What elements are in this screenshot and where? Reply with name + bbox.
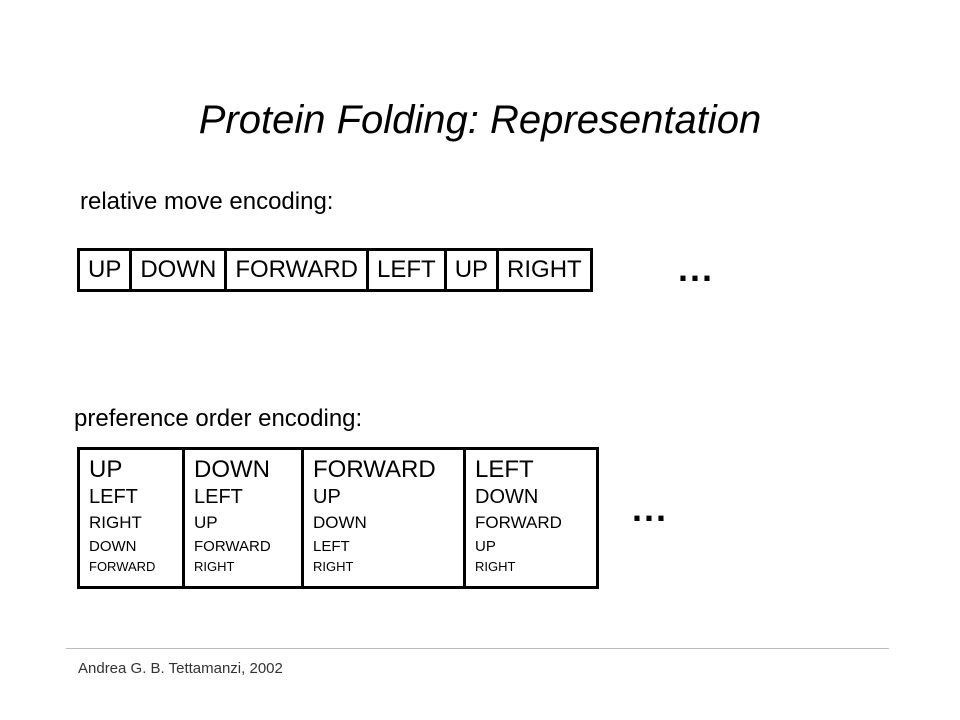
slide-title: Protein Folding: Representation (198, 98, 762, 142)
preference-item: UP (475, 538, 496, 555)
preference-item: LEFT (475, 456, 534, 483)
preference-item: DOWN (313, 513, 367, 532)
preference-encoding-label: preference order encoding: (74, 405, 363, 432)
preference-item: RIGHT (89, 513, 142, 532)
preference-cell: LEFT DOWN FORWARD UP RIGHT (466, 450, 596, 586)
preference-item: FORWARD (475, 513, 562, 532)
preference-item: FORWARD (313, 456, 436, 483)
preference-item: FORWARD (89, 559, 156, 574)
footer-divider (66, 648, 889, 649)
preference-item: LEFT (194, 486, 243, 508)
preference-ellipsis: ... (632, 488, 669, 529)
preference-item: RIGHT (194, 559, 235, 574)
preference-cell: UP LEFT RIGHT DOWN FORWARD (80, 450, 185, 586)
preference-item: LEFT (313, 538, 350, 555)
preference-cell: DOWN LEFT UP FORWARD RIGHT (185, 450, 304, 586)
preference-item: UP (89, 456, 123, 483)
preference-item: DOWN (475, 486, 539, 508)
footer-credit: Andrea G. B. Tettamanzi, 2002 (78, 660, 283, 677)
preference-item: RIGHT (475, 559, 516, 574)
move-cell: FORWARD (227, 251, 369, 289)
preference-item: FORWARD (194, 538, 271, 555)
relative-encoding-label: relative move encoding: (80, 188, 334, 215)
preference-order-sequence: UP LEFT RIGHT DOWN FORWARD DOWN LEFT UP … (77, 447, 599, 589)
move-cell: UP (447, 251, 500, 289)
move-cell: DOWN (132, 251, 228, 289)
preference-item: DOWN (89, 538, 137, 555)
preference-item: DOWN (194, 456, 270, 483)
preference-item: RIGHT (313, 559, 354, 574)
move-cell: UP (80, 251, 133, 289)
preference-item: LEFT (89, 486, 138, 508)
move-cell: RIGHT (507, 256, 582, 283)
move-cell: LEFT (369, 251, 447, 289)
preference-cell: FORWARD UP DOWN LEFT RIGHT (304, 450, 466, 586)
preference-item: UP (194, 513, 218, 532)
relative-ellipsis: ... (678, 248, 715, 289)
preference-item: UP (313, 486, 341, 508)
relative-move-sequence: UP DOWN FORWARD LEFT UP RIGHT (77, 248, 593, 292)
